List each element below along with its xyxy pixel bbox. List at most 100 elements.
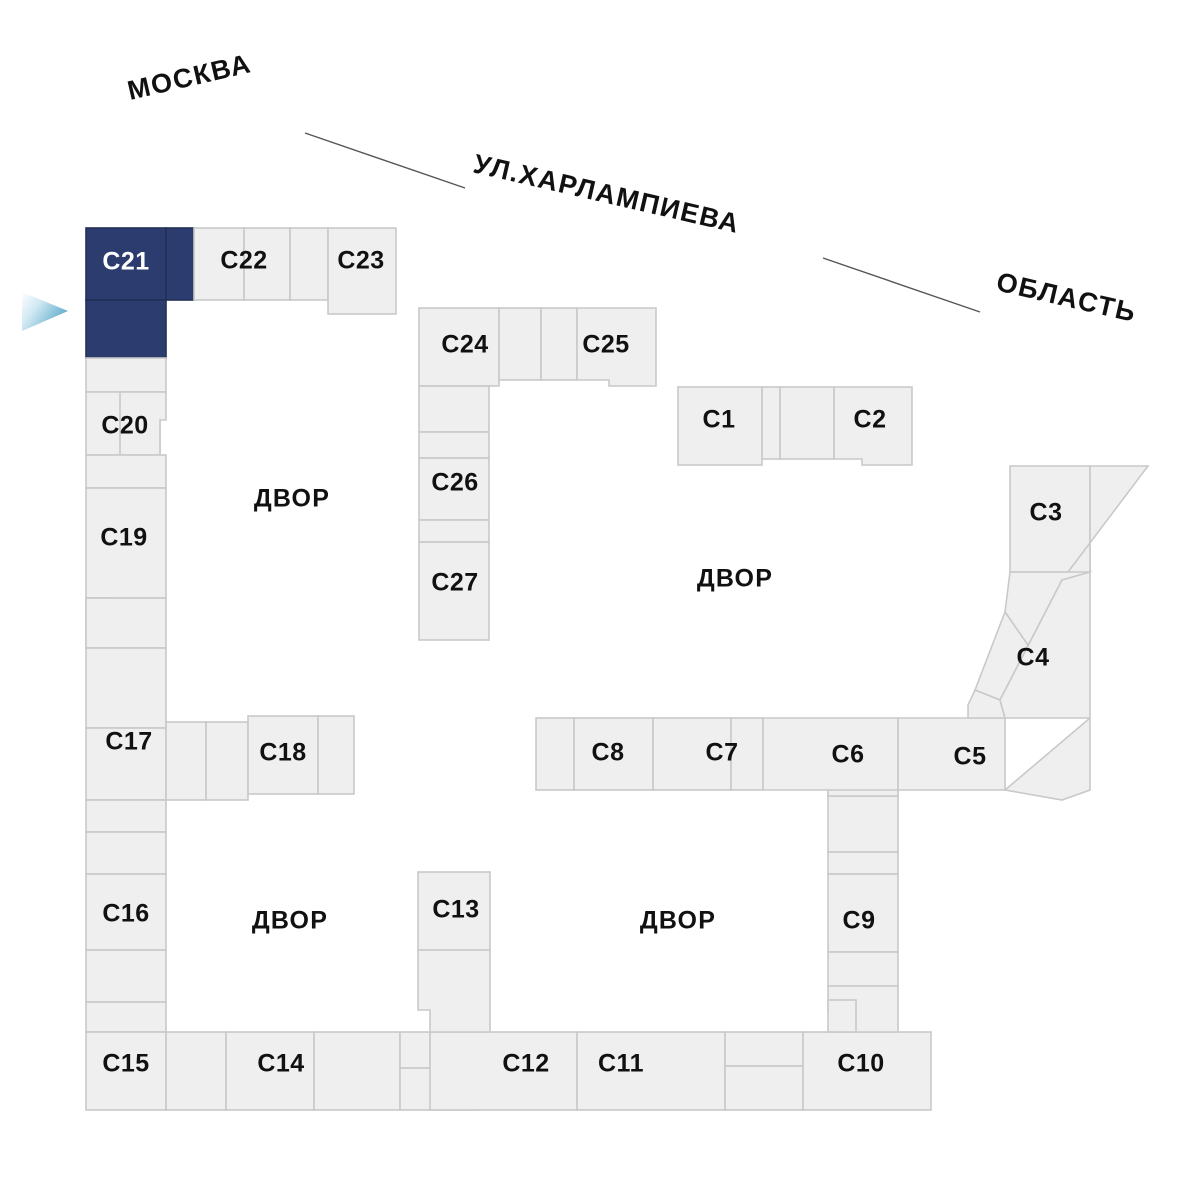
- block-c23-label: C23: [337, 247, 384, 275]
- block-c7-east-shape[interactable]: [730, 717, 764, 791]
- block-c12-notch-shape[interactable]: [399, 1031, 431, 1069]
- block-c8-west-shape[interactable]: [535, 717, 575, 791]
- block-c8-label: C8: [592, 739, 625, 767]
- block-c27-label: C27: [431, 569, 478, 597]
- block-c20-label: C20: [101, 412, 148, 440]
- block-c21-lower-shape[interactable]: [85, 299, 167, 359]
- street-harlampieva-label: УЛ.ХАРЛАМПИЕВА: [471, 149, 743, 240]
- block-c21-stub-shape[interactable]: [165, 227, 195, 301]
- block-c7-shape[interactable]: [652, 717, 732, 791]
- block-c6-connector-shape: [827, 789, 899, 797]
- block-c22-right-shape[interactable]: [243, 227, 291, 301]
- block-c5-notch-shape[interactable]: [967, 688, 1007, 719]
- block-c17-east2-shape[interactable]: [205, 721, 249, 801]
- block-c3-label: C3: [1030, 499, 1063, 527]
- yard-labels: ДВОР ДВОР ДВОР ДВОР: [252, 485, 773, 935]
- selection-arrow-icon[interactable]: [22, 292, 68, 331]
- block-c15-label: C15: [102, 1050, 149, 1078]
- block-c17-east-shape[interactable]: [165, 721, 207, 801]
- block-c20-top-shape[interactable]: [85, 357, 167, 393]
- block-c12-shape[interactable]: [429, 1031, 578, 1111]
- block-c15-east-shape[interactable]: [165, 1031, 227, 1111]
- block-c16-top1-shape[interactable]: [85, 799, 167, 833]
- street-oblast-label: ОБЛАСТЬ: [994, 267, 1140, 328]
- block-c17-upper-shape[interactable]: [85, 647, 167, 729]
- block-c11-east2-shape[interactable]: [724, 1065, 804, 1111]
- block-c18-stub-shape[interactable]: [317, 715, 355, 795]
- block-c5-label: C5: [954, 743, 987, 771]
- group-south-row: [85, 1031, 932, 1111]
- block-c9-top2-shape[interactable]: [827, 851, 899, 875]
- block-c9-label: C9: [843, 907, 876, 935]
- block-c16-shape[interactable]: [85, 873, 167, 951]
- block-c17-label: C17: [105, 728, 152, 756]
- block-c15-shape[interactable]: [85, 1031, 167, 1111]
- group-c9: [827, 795, 899, 1033]
- block-c24-label: C24: [441, 331, 488, 359]
- block-c27-shape[interactable]: [418, 541, 490, 641]
- yard-southeast-label: ДВОР: [640, 907, 716, 935]
- block-c25-label: C25: [582, 331, 629, 359]
- block-c14-label: C14: [257, 1050, 304, 1078]
- block-c1-label: C1: [703, 406, 736, 434]
- block-c26-top2-shape[interactable]: [418, 431, 490, 459]
- block-c6-label: C6: [832, 741, 865, 769]
- block-c19-shape[interactable]: [85, 487, 167, 599]
- group-c1-c2: [677, 386, 913, 466]
- block-c13-label: C13: [432, 896, 479, 924]
- block-c14-east-shape[interactable]: [313, 1031, 401, 1111]
- yard-southwest-label: ДВОР: [252, 907, 328, 935]
- block-c16-top2-shape[interactable]: [85, 831, 167, 875]
- block-c5-upper-wedge-shape[interactable]: [999, 570, 1091, 719]
- block-c22-label: C22: [220, 247, 267, 275]
- block-c9-notch-shape[interactable]: [827, 999, 857, 1033]
- block-c19-lower-shape[interactable]: [85, 597, 167, 649]
- block-c2-label: C2: [854, 406, 887, 434]
- block-c26-bot-shape[interactable]: [418, 519, 490, 543]
- block-c9-top1-shape[interactable]: [827, 795, 899, 853]
- block-c9-shape[interactable]: [827, 873, 899, 953]
- group-central-column: [418, 307, 657, 641]
- block-c24-east-shape[interactable]: [498, 307, 542, 381]
- block-c16-bot2-shape[interactable]: [85, 1001, 167, 1033]
- block-c26-top1-shape[interactable]: [418, 385, 490, 433]
- block-c4-label: C4: [1017, 644, 1050, 672]
- block-c2-shape[interactable]: [833, 386, 913, 466]
- block-c25-west-shape[interactable]: [540, 307, 578, 381]
- street-leader-line-1: [304, 132, 466, 189]
- block-c21-shape[interactable]: [85, 227, 167, 301]
- block-c9-bot1-shape[interactable]: [827, 951, 899, 987]
- block-c26-shape[interactable]: [418, 457, 490, 521]
- block-labels: C21 C22 C23 C20 C19 C17 C18 C16 C15 C14 …: [100, 247, 1062, 1078]
- block-c2-west-shape[interactable]: [779, 386, 835, 460]
- block-c25-shape[interactable]: [576, 307, 657, 387]
- group-middle-row: [535, 717, 1006, 797]
- block-c1-stub-shape[interactable]: [761, 386, 781, 460]
- block-c10-shape[interactable]: [802, 1031, 932, 1111]
- block-c5-tail-shape[interactable]: [1003, 716, 1091, 801]
- yard-northeast-label: ДВОР: [697, 565, 773, 593]
- group-west-column: [85, 357, 355, 1033]
- street-moskva-label: МОСКВА: [125, 48, 255, 106]
- block-c20-bottom-shape[interactable]: [85, 454, 167, 489]
- block-c16-label: C16: [102, 900, 149, 928]
- block-c14-shape[interactable]: [225, 1031, 315, 1111]
- block-c13-lower-shape[interactable]: [417, 949, 491, 1033]
- block-c23-shape[interactable]: [327, 227, 397, 315]
- block-c7-label: C7: [706, 739, 739, 767]
- street-annotations: [304, 132, 981, 313]
- street-leader-line-2: [822, 257, 981, 313]
- block-c18-shape[interactable]: [247, 715, 319, 795]
- block-c22-stub-shape[interactable]: [289, 227, 329, 301]
- block-c6-shape[interactable]: [762, 717, 899, 797]
- group-east-angled: [967, 465, 1150, 801]
- block-c11-east1-shape[interactable]: [724, 1031, 804, 1067]
- block-c11-shape[interactable]: [576, 1031, 726, 1111]
- block-c17-shape[interactable]: [85, 727, 167, 801]
- block-c8-shape[interactable]: [573, 717, 654, 791]
- block-c16-bot1-shape[interactable]: [85, 949, 167, 1003]
- block-c5-shape[interactable]: [897, 717, 1006, 791]
- block-c10-label: C10: [837, 1050, 884, 1078]
